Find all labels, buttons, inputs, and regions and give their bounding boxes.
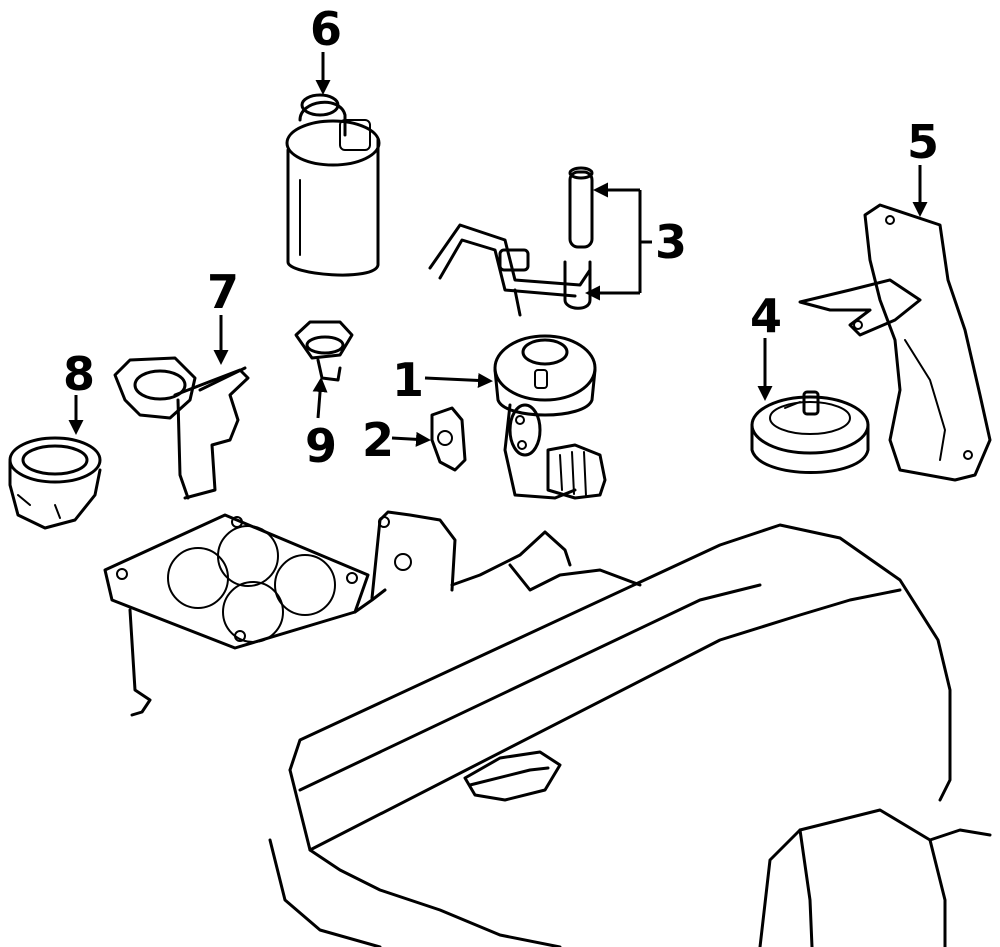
part-8-adapter [8, 436, 102, 530]
callout-3: 3 [655, 215, 687, 269]
callout-9: 9 [305, 419, 337, 473]
leader-1 [424, 372, 493, 388]
leader-9 [312, 377, 328, 419]
part-1-egr-valve [493, 334, 607, 500]
part-6-canister [285, 93, 381, 277]
callout-2: 2 [362, 413, 394, 467]
callout-6: 6 [310, 2, 342, 56]
callout-7: 7 [207, 265, 239, 319]
engine-intake-manifold [103, 510, 992, 947]
part-7-bracket [113, 356, 250, 500]
callout-8: 8 [63, 347, 95, 401]
part-9-vacuum-switch [294, 320, 354, 382]
part-3-vacuum-hoses [428, 166, 594, 317]
leader-lines [68, 52, 928, 447]
callout-1: 1 [392, 353, 424, 407]
part-5-mounting-bracket [798, 203, 992, 482]
callout-4: 4 [750, 289, 782, 343]
part-2-gasket [430, 406, 467, 472]
part-4-actuator [750, 390, 870, 474]
callout-labels: 1 2 3 4 5 6 7 8 9 [63, 2, 939, 473]
leader-2 [391, 431, 431, 447]
callout-5: 5 [907, 115, 939, 169]
